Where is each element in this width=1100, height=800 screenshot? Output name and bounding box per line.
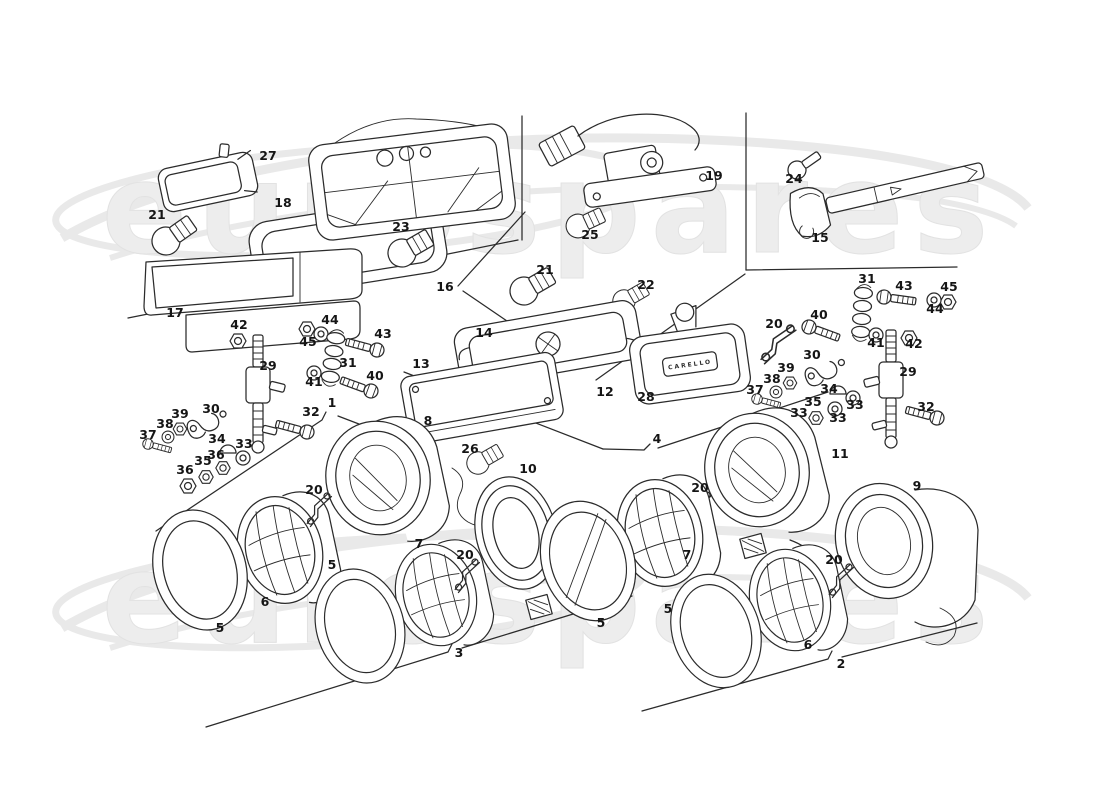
part-number-43: 43 [374,326,391,341]
part-number-10: 10 [519,461,537,476]
part-number-20: 20 [691,480,709,495]
part-number-21: 21 [148,207,165,222]
part-number-36: 36 [176,462,194,477]
part-number-16: 16 [436,279,454,294]
part-number-40: 40 [366,368,384,383]
part-number-35: 35 [194,453,211,468]
part-number-21: 21 [536,262,553,277]
part-42-nut [229,333,247,349]
part-32-bolt [273,416,317,442]
part-number-37: 37 [139,427,156,442]
part-number-9: 9 [913,478,922,493]
part-36-nut-a [215,461,231,475]
part-number-5: 5 [328,557,337,572]
part-number-23: 23 [392,219,409,234]
part-27-side-indicator-lamp [157,143,259,213]
part-number-41: 41 [305,374,322,389]
part-13-lamp-lens [400,351,564,445]
part-number-27: 27 [259,148,276,163]
part-number-22: 22 [637,277,654,292]
part-number-5: 5 [597,615,606,630]
part-35-nut [198,470,214,484]
part-number-4: 4 [653,431,662,446]
part-number-20: 20 [825,552,843,567]
part-number-25: 25 [581,227,598,242]
part-number-33: 33 [846,397,863,412]
part-number-13: 13 [412,356,429,371]
part-35-nut [808,411,824,425]
part-number-29: 29 [259,358,276,373]
part-number-38: 38 [156,416,173,431]
part-number-19: 19 [705,168,722,183]
part-number-39: 39 [171,406,188,421]
part-number-1: 1 [328,395,337,410]
part-number-41: 41 [867,335,884,350]
part-number-44: 44 [926,301,944,316]
part-19-licence-plate-lamp [538,113,717,208]
headlight-unit-9 [834,482,979,646]
part-10-seal-ring [474,476,558,590]
part-number-33: 33 [829,410,846,425]
part-number-11: 11 [831,446,848,461]
part-number-44: 44 [321,312,339,327]
part-15-spigot [789,162,985,239]
part-number-38: 38 [763,371,780,386]
part-number-24: 24 [785,171,803,186]
part-number-40: 40 [810,307,828,322]
part-number-33: 33 [790,405,807,420]
part-number-39: 39 [777,360,794,375]
part-number-20: 20 [765,316,783,331]
part-39-nut [782,376,798,390]
part-number-31: 31 [339,355,356,370]
part-number-29: 29 [899,364,916,379]
part-number-20: 20 [456,547,474,562]
part-number-2: 2 [837,656,846,671]
part-number-33: 33 [235,436,252,451]
part-38-washer [161,430,175,444]
headlight-unit-3 [539,466,730,622]
part-number-5: 5 [664,601,673,616]
part-number-12: 12 [596,384,613,399]
part-number-30: 30 [803,347,821,362]
part-number-32: 32 [917,399,934,414]
part-number-8: 8 [424,413,433,428]
part-number-6: 6 [804,637,813,652]
part-number-17: 17 [166,305,183,320]
part-number-37: 37 [746,382,763,397]
part-number-43: 43 [895,278,912,293]
part-number-7: 7 [415,536,424,551]
part-number-36: 36 [207,447,225,462]
part-number-30: 30 [202,401,220,416]
part-36-nut-b [179,478,197,494]
part-number-45: 45 [940,279,957,294]
part-24-screw [787,151,822,180]
part-number-18: 18 [274,195,291,210]
part-16-headlamp-frame [308,118,516,241]
part-number-3: 3 [455,645,464,660]
part-28-fog-lamp: CARELLO [629,302,751,405]
part-number-6: 6 [261,594,270,609]
part-number-35: 35 [804,394,821,409]
part-number-45: 45 [299,334,316,349]
part-number-28: 28 [637,389,654,404]
part-number-32: 32 [302,404,319,419]
part-number-15: 15 [811,230,828,245]
part-number-14: 14 [475,325,493,340]
part-number-20: 20 [305,482,323,497]
part-number-42: 42 [905,336,922,351]
part-33-washer [235,450,251,466]
part-number-42: 42 [230,317,247,332]
part-number-34: 34 [820,381,838,396]
part-number-34: 34 [208,431,226,446]
part-40-bolt [799,317,843,346]
part-39-nut [172,422,188,436]
part-number-31: 31 [858,271,875,286]
part-38-washer [769,385,783,399]
part-number-5: 5 [216,620,225,635]
part-number-26: 26 [461,441,479,456]
part-number-7: 7 [683,547,692,562]
